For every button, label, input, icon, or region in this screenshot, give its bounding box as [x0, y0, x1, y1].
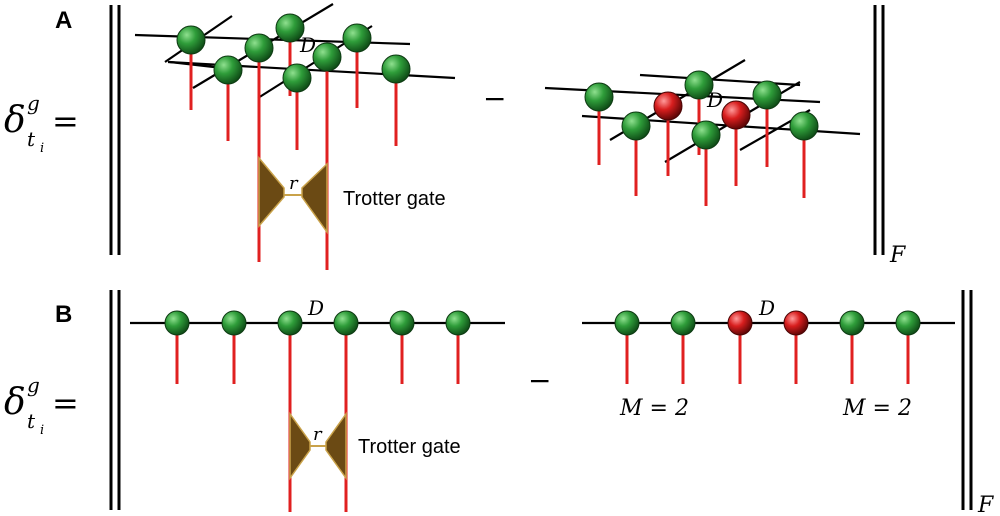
tensor-node-green — [839, 310, 865, 336]
tensor-node-green — [342, 23, 372, 53]
tensor-node-green — [213, 55, 243, 85]
tensor-node-red — [783, 310, 809, 336]
tensor-node-green — [684, 70, 714, 100]
tensor-node-red — [727, 310, 753, 336]
panel-a-lhs: δ g t i = — [4, 91, 79, 156]
tensor-node-green — [381, 54, 411, 84]
minus-sign-b: − — [528, 364, 551, 397]
tensor-node-green — [176, 25, 206, 55]
tensor-node-green — [221, 310, 247, 336]
panel-b-lhs: δ g t i = — [4, 373, 79, 438]
tensor-node-green — [275, 13, 305, 43]
gate-rank-label: r — [289, 173, 299, 194]
bond-line — [639, 73, 801, 87]
norm-subscript-a: F — [889, 243, 906, 268]
bond-dimension-label: D — [758, 296, 775, 320]
tensor-node-red — [653, 91, 683, 121]
equals-sign: = — [52, 384, 79, 422]
tensor-node-green — [670, 310, 696, 336]
tensor-node-green — [312, 42, 342, 72]
gate-tensor-right — [325, 411, 347, 481]
m-label-right: M = 2 — [842, 396, 912, 421]
tensor-node-green — [621, 111, 651, 141]
gate-tensor-left — [289, 411, 311, 481]
tensor-node-green — [752, 80, 782, 110]
tensor-node-green — [164, 310, 190, 336]
bond-dimension-label: D — [706, 88, 723, 112]
minus-sign-a: − — [483, 82, 506, 115]
bond-dimension-label: D — [307, 296, 324, 320]
tensor-node-green — [277, 310, 303, 336]
m-label-left: M = 2 — [619, 396, 689, 421]
gate-rank-label: r — [313, 424, 323, 445]
tensor-node-green — [282, 63, 312, 93]
gate-tensor-left — [258, 155, 285, 229]
delta-symbol: δ — [4, 100, 26, 141]
delta-subsubscript: i — [40, 423, 44, 438]
delta-subsubscript: i — [40, 141, 44, 156]
panel-b-label: B — [55, 301, 72, 328]
delta-superscript: g — [27, 91, 40, 115]
tensor-node-green — [895, 310, 921, 336]
bond-dimension-label: D — [299, 33, 316, 57]
trotter-gate-caption: Trotter gate — [343, 188, 446, 210]
panel-a: A δ g t i = F — [4, 3, 906, 270]
trotter-gate-a: r Trotter gate — [258, 155, 446, 235]
panel-b: B δ g t i = F D — [4, 290, 994, 516]
tensor-node-green — [614, 310, 640, 336]
mps-right: D M = 2 M = 2 — [582, 296, 955, 421]
trotter-gate-caption: Trotter gate — [358, 436, 461, 458]
trotter-gate-b: r Trotter gate — [289, 411, 461, 481]
tensor-node-green — [389, 310, 415, 336]
peps-right: D — [544, 59, 861, 206]
delta-subscript: t — [27, 409, 36, 433]
tensor-node-green — [445, 310, 471, 336]
equals-sign: = — [52, 102, 79, 140]
tensor-node-green — [584, 82, 614, 112]
mps-left: D — [130, 296, 505, 512]
panel-a-label: A — [55, 7, 72, 34]
tensor-node-red — [721, 100, 751, 130]
delta-subscript: t — [27, 127, 36, 151]
peps-left: D — [134, 3, 456, 270]
gate-tensor-right — [301, 162, 328, 235]
delta-superscript: g — [27, 373, 40, 397]
tensor-node-green — [691, 120, 721, 150]
tensor-node-green — [333, 310, 359, 336]
delta-symbol: δ — [4, 382, 26, 423]
norm-subscript-b: F — [977, 493, 994, 516]
tensor-node-green — [789, 111, 819, 141]
tensor-node-green — [244, 33, 274, 63]
